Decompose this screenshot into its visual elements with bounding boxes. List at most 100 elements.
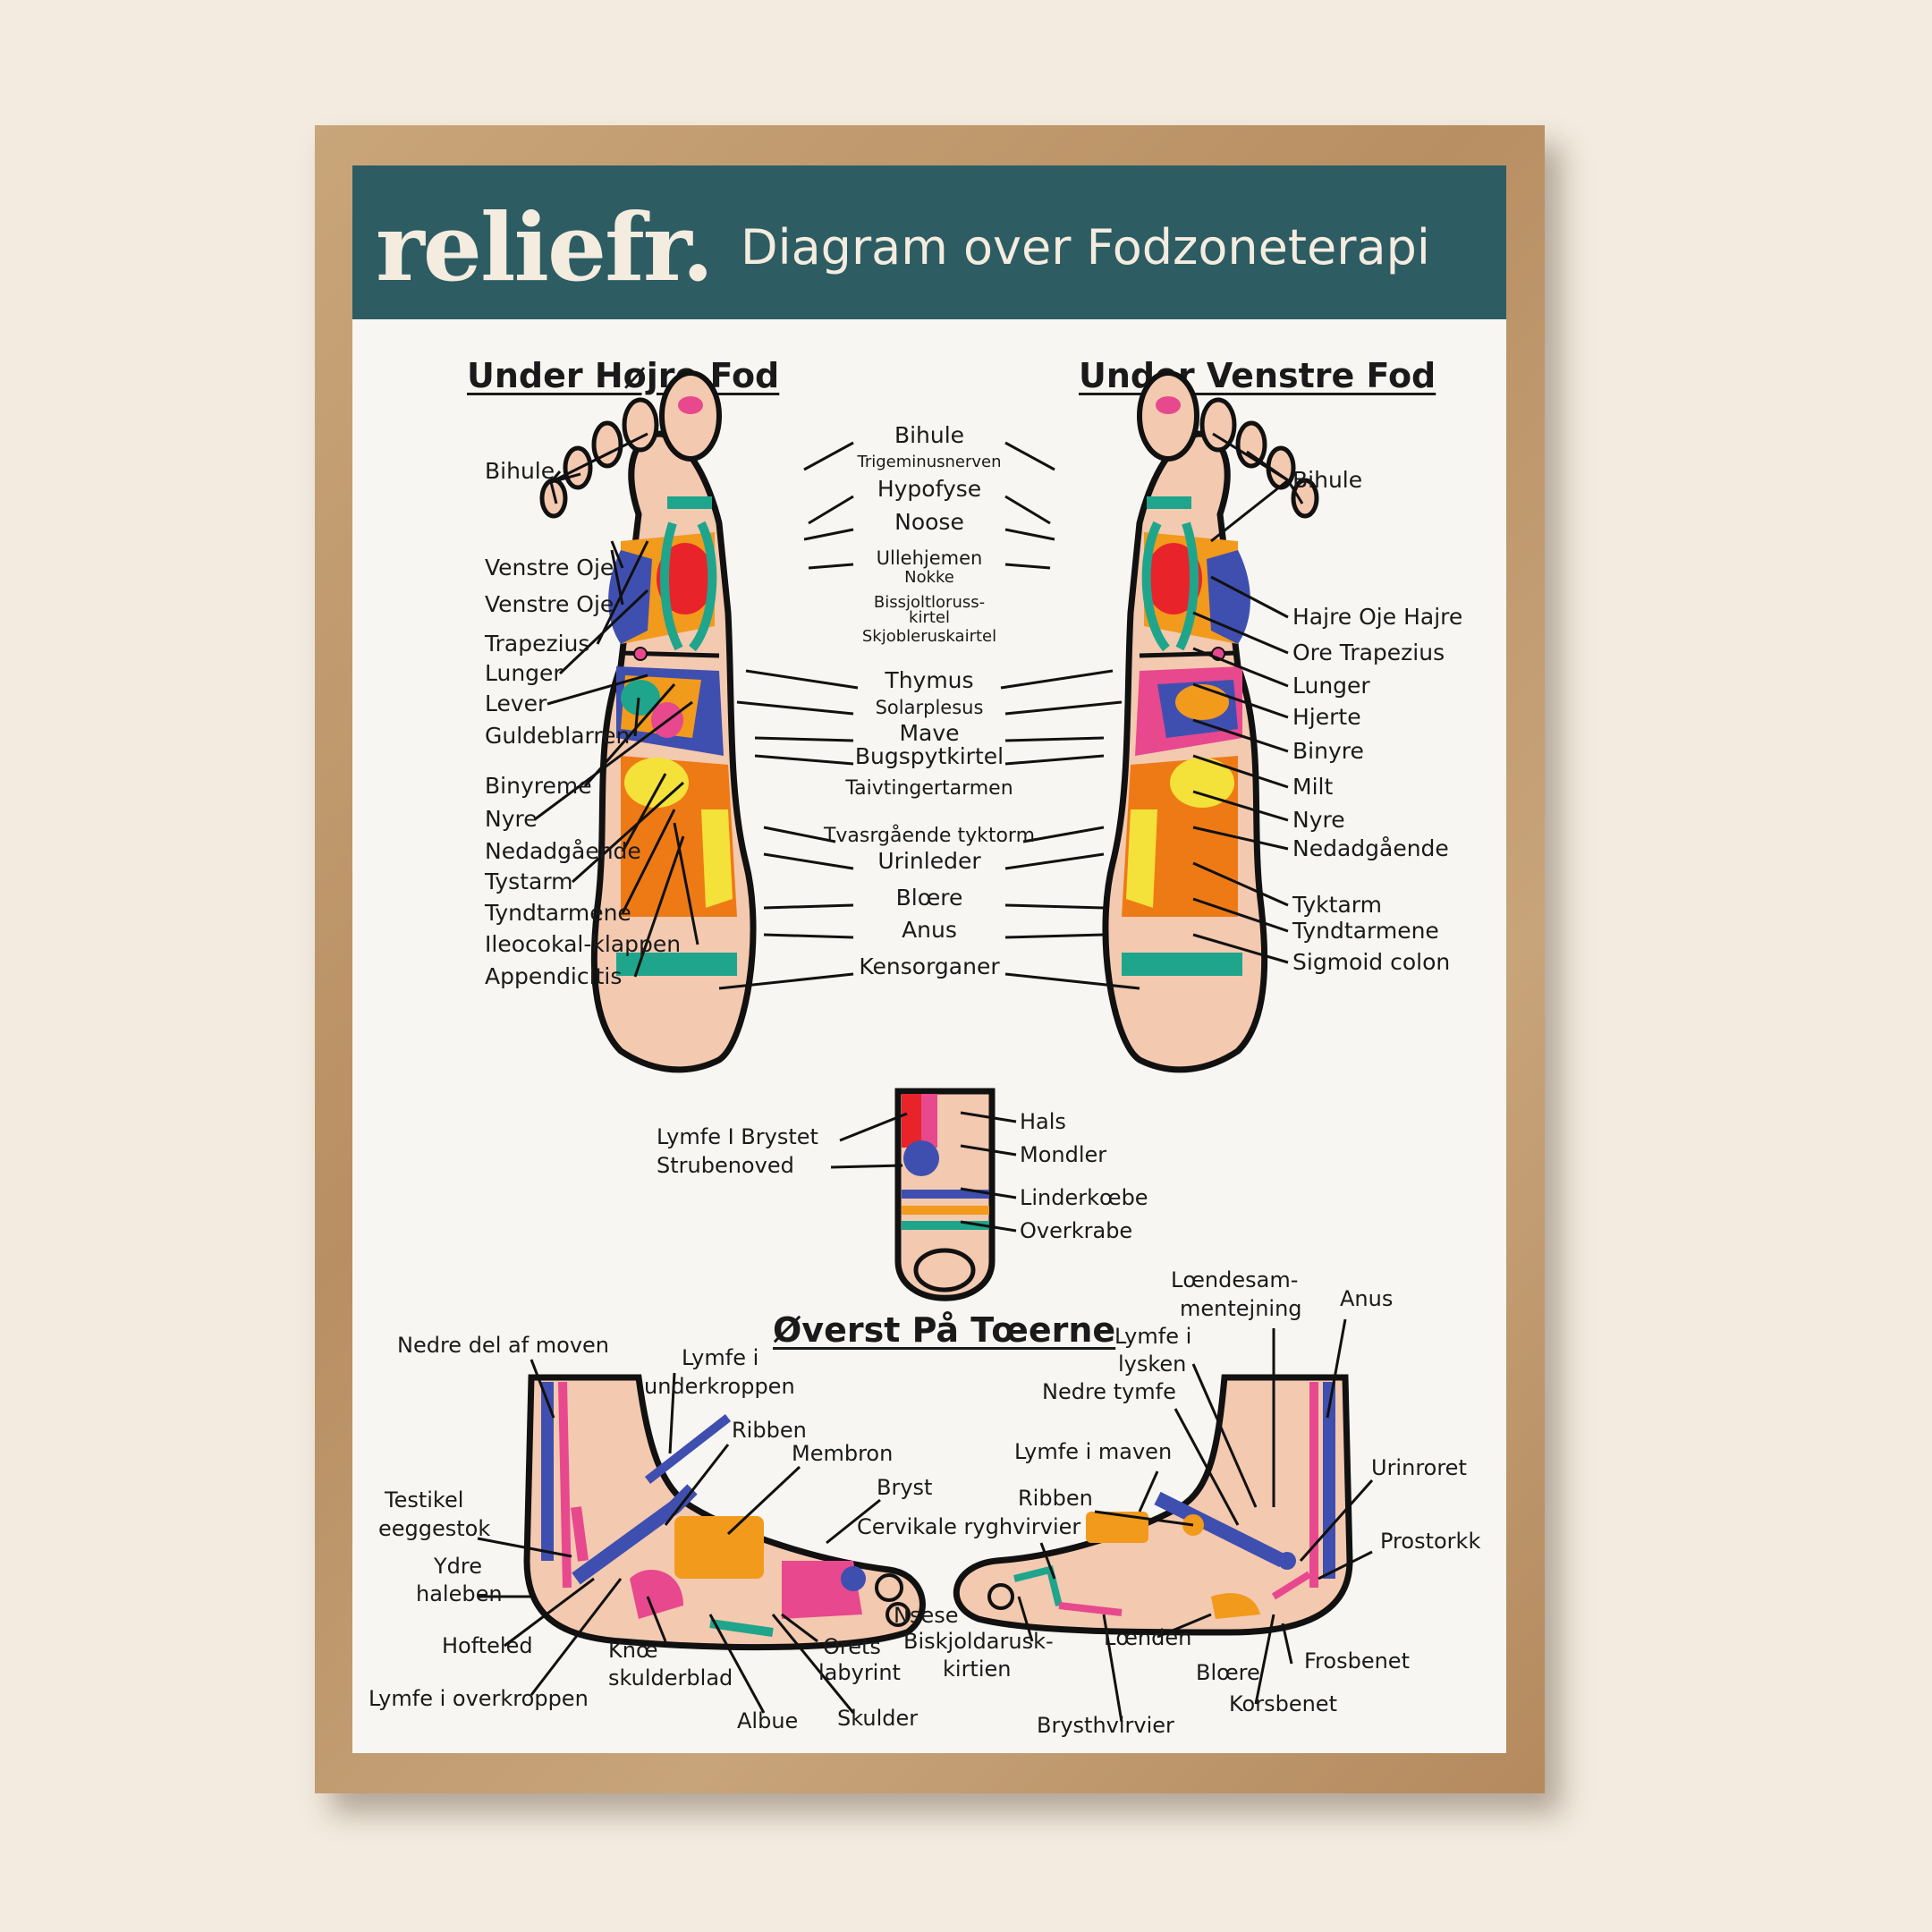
inner-side-label: Membron (792, 1441, 893, 1466)
leader-line (1192, 790, 1289, 822)
sole-center-label: Ullehjemen (877, 547, 983, 569)
inner-side-label: Nsese (894, 1603, 959, 1628)
sole-right-label: Tystarm (484, 869, 573, 894)
inner-side-label: Orets (823, 1634, 881, 1659)
leader-line (1004, 441, 1055, 471)
leader-line (771, 1614, 855, 1714)
brand-logo: reliefr. (376, 192, 714, 302)
leader-line (1157, 1613, 1212, 1639)
leader-line (803, 528, 854, 541)
sole-left-label: Milt (1292, 774, 1333, 800)
sole-center-label: kirtel (909, 608, 950, 627)
outer-side-label: Nedre tymfe (1042, 1379, 1176, 1404)
leader-line (781, 1613, 818, 1643)
leader-line (1191, 1363, 1258, 1508)
leader-line (1022, 826, 1105, 843)
outer-side-label: lysken (1118, 1352, 1186, 1377)
leader-line (826, 1498, 881, 1545)
outer-side-label: Lœnden (1104, 1625, 1191, 1650)
leader-line (808, 495, 854, 525)
inner-side-label: Ribben (732, 1418, 807, 1443)
outer-side-label: Prostorkk (1380, 1529, 1480, 1554)
leader-line (839, 1112, 908, 1142)
inner-side-label: haleben (416, 1581, 503, 1606)
poster-title: Diagram over Fodzoneterapi (741, 219, 1430, 275)
outer-side-label: Biskjoldarusk- (903, 1629, 1054, 1654)
leader-line (1254, 1614, 1275, 1705)
inner-side-label: Albue (737, 1708, 798, 1733)
leader-line (960, 1220, 1017, 1233)
leader-line (1004, 972, 1140, 990)
leader-line (1094, 1510, 1194, 1527)
leader-line (1000, 669, 1114, 690)
leader-line (549, 481, 558, 504)
outer-side-label: Lymfe i maven (1014, 1439, 1172, 1464)
outer-side-label: Ribben (1018, 1486, 1093, 1511)
outer-side-label: Korsbenet (1229, 1691, 1337, 1716)
sole-center-label: Bihule (894, 422, 964, 448)
leader-line (1192, 754, 1289, 789)
leader-line (808, 563, 854, 570)
leader-line (1039, 1542, 1056, 1580)
sole-right-label: Venstre Oje (485, 555, 614, 580)
inner-side-label: Bryst (877, 1475, 932, 1500)
leader-line (1192, 611, 1289, 655)
leader-line (633, 835, 685, 978)
leader-line (1192, 897, 1289, 933)
sole-center-label: Taivtingertarmen (844, 777, 1013, 800)
sole-left-label: Binyre (1292, 738, 1364, 764)
leader-line (550, 472, 581, 484)
leader-line (763, 826, 836, 843)
heading-right-foot: Under Højre Fod (467, 356, 780, 395)
right-sole-illustration (539, 370, 757, 1073)
leader-line (1192, 933, 1289, 964)
inner-side-label: Nedre del af moven (397, 1333, 609, 1358)
sole-center-label: Trigeminusnerven (857, 453, 1002, 471)
leader-line (763, 933, 854, 939)
leader-line (530, 1578, 623, 1696)
leader-line (504, 1577, 595, 1648)
sole-right-label: Lever (485, 691, 547, 716)
leader-line (718, 972, 854, 990)
sole-center-label: Skjobleruskairtel (862, 627, 996, 646)
outer-side-label: Frosbenet (1304, 1648, 1410, 1674)
leader-line (583, 683, 676, 787)
leader-line (1004, 700, 1123, 716)
leader-line (1004, 852, 1105, 870)
leader-line (1004, 495, 1051, 525)
leader-line (1192, 647, 1289, 688)
inner-side-foot-illustration (523, 1374, 926, 1651)
leader-line (1210, 479, 1289, 543)
sole-left-label: Bihule (1292, 467, 1362, 493)
leader-line (558, 589, 649, 675)
leader-line (1192, 718, 1289, 753)
inner-side-label: skulderblad (608, 1665, 733, 1690)
sole-right-label: Nyre (485, 806, 538, 832)
leader-line (530, 1359, 555, 1419)
leader-line (610, 540, 624, 569)
outer-side-label: Cervikale ryghvirvier (857, 1514, 1080, 1539)
heading-left-foot: Under Venstre Fod (1079, 356, 1436, 395)
leader-line (1192, 861, 1289, 907)
sole-left-label: Lunger (1292, 673, 1370, 699)
sole-center-label: Blœre (896, 885, 963, 911)
leader-line (1004, 933, 1105, 939)
leader-line (1174, 1408, 1240, 1526)
leader-line (668, 1372, 676, 1454)
sole-right-label: Ileocokal-klappen (485, 931, 681, 957)
outer-side-label: kirtien (943, 1657, 1012, 1682)
outer-side-label: mentejning (1180, 1296, 1302, 1321)
toe-label: Hals (1020, 1109, 1066, 1134)
sole-left-label: Sigmoid colon (1292, 949, 1450, 975)
inner-side-label: labyrint (818, 1660, 901, 1685)
leader-line (736, 700, 854, 716)
leader-line (726, 1465, 801, 1536)
sole-right-label: Lunger (485, 660, 563, 686)
leader-line (1004, 903, 1105, 910)
sole-center-label: Thymus (884, 667, 973, 693)
toe-label: Lymfe I Brystet (657, 1124, 818, 1149)
sole-right-label: Nedadgående (485, 838, 641, 864)
leader-line (1318, 1550, 1373, 1580)
